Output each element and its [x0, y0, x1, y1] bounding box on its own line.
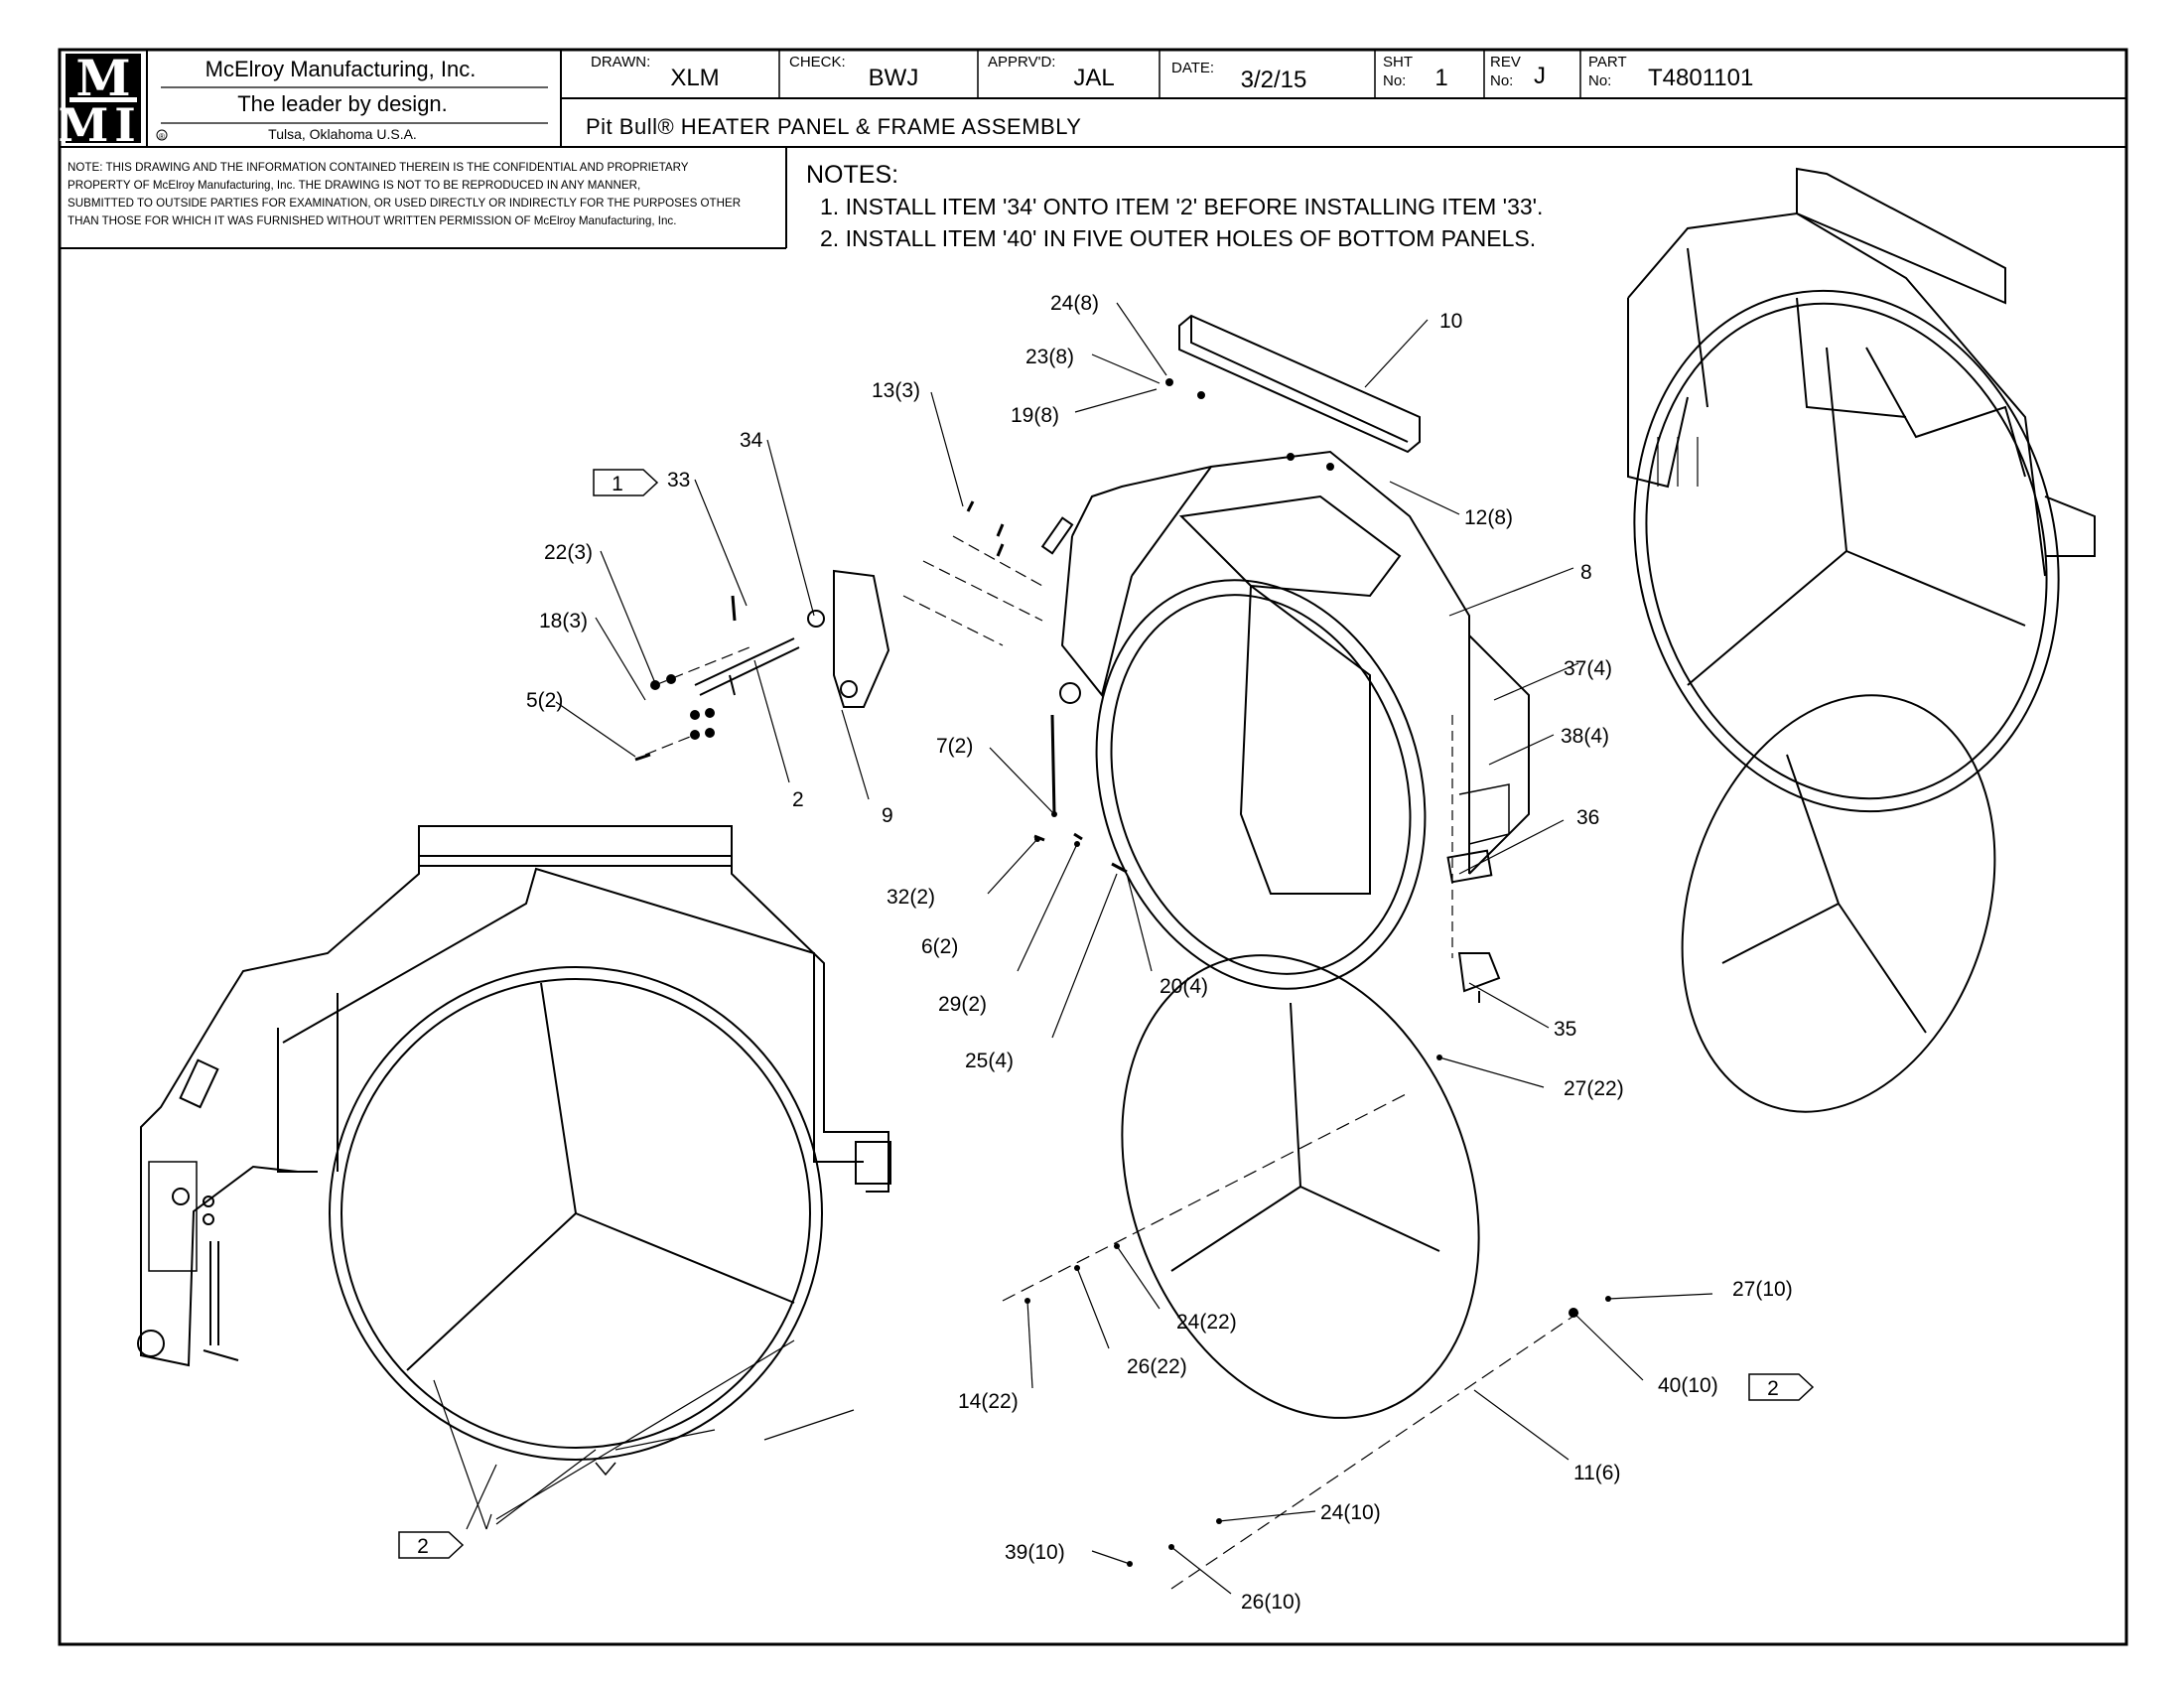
callout-2: 2 [792, 788, 804, 811]
callout-26-22: 26(22) [1127, 1355, 1187, 1378]
callout-37-4: 37(4) [1564, 657, 1612, 680]
callout-13-3: 13(3) [872, 379, 920, 402]
mmi-logo: M M I [59, 49, 141, 152]
callout-24-22: 24(22) [1176, 1311, 1237, 1334]
company-tagline: The leader by design. [237, 91, 448, 116]
callout-8: 8 [1580, 561, 1592, 584]
conf-line: PROPERTY OF McElroy Manufacturing, Inc. … [68, 179, 640, 192]
note-flag-2: 2 [398, 1531, 465, 1559]
callout-24-10: 24(10) [1320, 1501, 1381, 1524]
callout-22-3: 22(3) [544, 541, 593, 564]
logo-letter: I [114, 98, 136, 152]
callout-5-2: 5(2) [526, 689, 563, 712]
callout-12-8: 12(8) [1464, 506, 1513, 529]
callout-29-2: 29(2) [938, 993, 987, 1016]
drawn-value: XLM [670, 65, 719, 91]
rev-no-label: No: [1490, 72, 1513, 89]
part-value: T4801101 [1648, 65, 1753, 91]
heater-panel-right [1681, 694, 1996, 1113]
sht-value: 1 [1434, 65, 1447, 91]
note-flag-2: 2 [1748, 1373, 1815, 1401]
callout-14-22: 14(22) [958, 1390, 1019, 1413]
conf-line: SUBMITTED TO OUTSIDE PARTIES FOR EXAMINA… [68, 197, 741, 210]
callout-27-10: 27(10) [1732, 1278, 1793, 1301]
callout-33: 33 [667, 469, 690, 492]
callout-6-2: 6(2) [921, 935, 958, 958]
callout-11-6: 11(6) [1573, 1462, 1620, 1484]
sheet-border [58, 48, 2128, 1646]
note-item: 1. INSTALL ITEM '34' ONTO ITEM '2' BEFOR… [820, 194, 1543, 219]
notes-block: NOTES: 1. INSTALL ITEM '34' ONTO ITEM '2… [806, 161, 1543, 251]
callout-25-4: 25(4) [965, 1050, 1014, 1072]
part-no-label: No: [1588, 72, 1611, 89]
callout-9: 9 [882, 804, 893, 827]
callout-23-8: 23(8) [1025, 346, 1074, 368]
check-value: BWJ [869, 65, 919, 91]
title-block: M M I McElroy Manufacturing, Inc. The le… [59, 49, 2126, 249]
check-label: CHECK: [789, 54, 846, 70]
callout-10: 10 [1439, 310, 1462, 333]
bracket-and-pin [634, 500, 1128, 874]
callout-19-8: 19(8) [1011, 404, 1059, 427]
confidentiality-note: NOTE: THIS DRAWING AND THE INFORMATION C… [68, 161, 741, 227]
callout-34: 34 [740, 429, 763, 452]
notes-heading: NOTES: [806, 161, 898, 189]
callout-35: 35 [1554, 1018, 1576, 1041]
callouts: 10 24(8) 23(8) 19(8) 12(8) 13(3) 34 33 2… [526, 292, 1793, 1614]
apprvd-label: APPRV'D: [988, 54, 1055, 70]
note-flag-label: 2 [417, 1535, 429, 1558]
callout-36: 36 [1576, 806, 1599, 829]
callout-38-4: 38(4) [1561, 725, 1609, 748]
cover-10 [1165, 314, 1421, 471]
note-item: 2. INSTALL ITEM '40' IN FIVE OUTER HOLES… [820, 225, 1536, 251]
callout-40-10: 40(10) [1658, 1374, 1718, 1397]
callout-20-4: 20(4) [1160, 975, 1208, 998]
date-value: 3/2/15 [1241, 67, 1307, 93]
apprvd-value: JAL [1073, 65, 1114, 91]
callout-7-2: 7(2) [936, 735, 973, 758]
sht-label: SHT [1383, 54, 1413, 70]
heater-panel-center [1002, 954, 1579, 1590]
rev-label: REV [1490, 54, 1521, 70]
frame-iso-view [1627, 167, 2096, 813]
callout-26-10: 26(10) [1241, 1591, 1301, 1614]
company-location: Tulsa, Oklahoma U.S.A. [268, 126, 417, 142]
date-label: DATE: [1171, 60, 1214, 76]
frame-front-view [137, 825, 891, 1530]
rev-value: J [1534, 63, 1546, 89]
note-flag-1: 1 [593, 469, 659, 496]
drawn-label: DRAWN: [591, 54, 650, 70]
conf-line: NOTE: THIS DRAWING AND THE INFORMATION C… [68, 161, 689, 174]
registered-mark: ® [159, 132, 165, 141]
callout-27-22: 27(22) [1564, 1077, 1624, 1100]
callout-18-3: 18(3) [539, 610, 588, 633]
note-flags: 1 2 2 [398, 469, 1815, 1559]
callout-39-10: 39(10) [1005, 1541, 1065, 1564]
note-flag-label: 2 [1767, 1377, 1779, 1400]
conf-line: THAN THOSE FOR WHICH IT WAS FURNISHED WI… [68, 214, 676, 227]
logo-letter: M [59, 98, 109, 152]
drawing-title: Pit Bull® HEATER PANEL & FRAME ASSEMBLY [586, 114, 1081, 139]
callout-32-2: 32(2) [887, 886, 935, 909]
part-label: PART [1588, 54, 1627, 70]
frame-exploded-view [1040, 450, 1530, 1003]
company-name: McElroy Manufacturing, Inc. [205, 57, 477, 81]
sht-no-label: No: [1383, 72, 1406, 89]
note-flag-label: 1 [612, 473, 623, 495]
callout-24-8: 24(8) [1050, 292, 1099, 315]
